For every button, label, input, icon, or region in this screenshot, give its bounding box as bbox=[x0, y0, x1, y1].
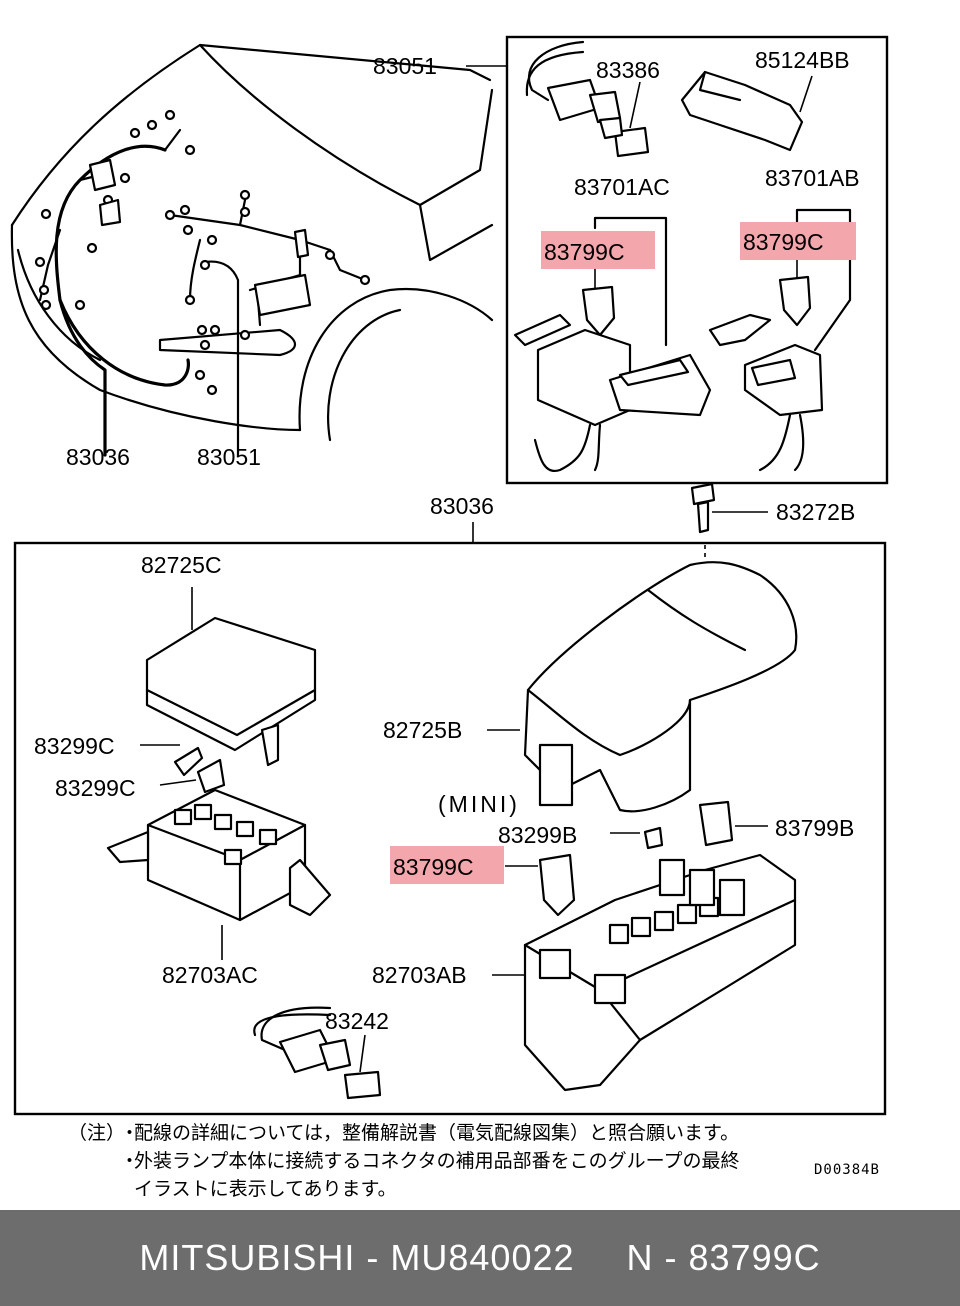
fuse-box-82703AC bbox=[106, 788, 332, 960]
label-83051-car: 83051 bbox=[197, 444, 261, 470]
label-83299C-1: 83299C bbox=[34, 733, 115, 759]
footer-group-code: N - 83799C bbox=[626, 1237, 821, 1278]
label-83701AB: 83701AB bbox=[765, 165, 860, 191]
label-83051-top: 83051 bbox=[373, 53, 437, 79]
footer-brand: MITSUBISHI bbox=[139, 1237, 356, 1278]
relay-83799C-bottom bbox=[505, 853, 576, 917]
connector-85124BB bbox=[680, 70, 813, 152]
label-82725B: 82725B bbox=[383, 717, 462, 743]
relay-assembly-83701AC bbox=[513, 216, 712, 473]
notes-block: （注）・配線の詳細については，整備解説書（電気配線図集）と照合願います。 ・外装… bbox=[68, 1120, 808, 1204]
main-harness-illustration bbox=[164, 189, 371, 457]
label-83799C-left: 83799C bbox=[544, 239, 625, 265]
note-line-1: （注）・配線の詳細については，整備解説書（電気配線図集）と照合願います。 bbox=[68, 1120, 808, 1148]
connector-83386 bbox=[525, 40, 650, 158]
label-83799C-right: 83799C bbox=[743, 229, 824, 255]
label-83272B: 83272B bbox=[776, 499, 855, 525]
label-82725C: 82725C bbox=[141, 552, 222, 578]
label-83036-car: 83036 bbox=[66, 444, 130, 470]
note-text-2-cont: イラストに表示してあります。 bbox=[134, 1179, 397, 1200]
note-line-2: ・外装ランプ本体に接続するコネクタの補用品部番をこのグループの最終 bbox=[68, 1148, 808, 1176]
label-83799C-bottom: 83799C bbox=[393, 854, 474, 880]
note-bullet: ・ bbox=[120, 1123, 140, 1144]
footer-separator: - bbox=[355, 1237, 391, 1278]
label-82703AC: 82703AC bbox=[162, 962, 258, 988]
footer-part-number: MU840022 bbox=[390, 1237, 575, 1278]
connector-83242 bbox=[253, 1006, 382, 1100]
drawing-code: D00384B bbox=[813, 1162, 880, 1178]
label-83299B: 83299B bbox=[498, 822, 577, 848]
highlight-83799C-right bbox=[740, 222, 856, 260]
highlight-83799C-bottom bbox=[390, 846, 504, 884]
fuse-83299B bbox=[610, 826, 664, 850]
engine-harness-illustration bbox=[34, 109, 221, 457]
detail-frame-top bbox=[505, 35, 889, 485]
car-body-illustration bbox=[10, 43, 494, 442]
footer-banner: MITSUBISHI - MU840022 N - 83799C bbox=[0, 1210, 960, 1306]
label-85124BB: 85124BB bbox=[755, 47, 850, 73]
label-83299C-2: 83299C bbox=[55, 775, 136, 801]
detail-frame-bottom bbox=[13, 541, 887, 1116]
note-prefix: （注） bbox=[68, 1123, 126, 1144]
note-bullet: ・ bbox=[120, 1151, 140, 1172]
label-83386: 83386 bbox=[596, 57, 660, 83]
highlight-83799C-left bbox=[541, 231, 655, 269]
parts-diagram: 83051 83386 85124BB 83701AC 83701AB 8379… bbox=[10, 35, 889, 1116]
cover-82725C bbox=[145, 587, 317, 767]
note-text-1: 配線の詳細については，整備解説書（電気配線図集）と照合願います。 bbox=[134, 1123, 740, 1144]
label-83242: 83242 bbox=[325, 1008, 389, 1034]
note-text-2: 外装ランプ本体に接続するコネクタの補用品部番をこのグループの最終 bbox=[134, 1151, 740, 1172]
label-83036-mid: 83036 bbox=[430, 493, 494, 519]
label-82703AB: 82703AB bbox=[372, 962, 467, 988]
fuse-box-82703AB bbox=[492, 853, 797, 1092]
cover-82725B bbox=[487, 561, 798, 813]
label-83799B: 83799B bbox=[775, 815, 854, 841]
label-mini: (MINI) bbox=[438, 791, 520, 817]
relay-83799B bbox=[698, 800, 768, 847]
fuse-83299C bbox=[140, 744, 226, 794]
relay-assembly-83701AB bbox=[708, 208, 852, 472]
label-83701AC: 83701AC bbox=[574, 174, 670, 200]
bolt-83272B bbox=[690, 482, 768, 560]
